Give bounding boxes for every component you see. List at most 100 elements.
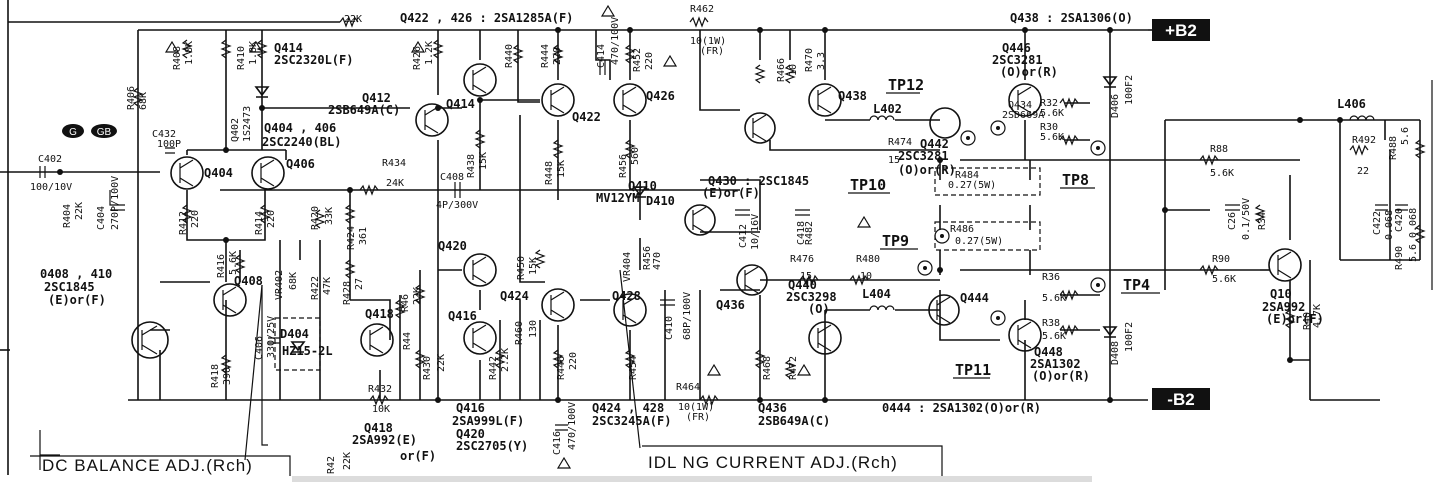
component-label: 15 — [888, 155, 900, 166]
component-label: R44 — [402, 332, 413, 350]
rail-tag-negative: -B2 — [1152, 388, 1210, 410]
component-label: 2SC3281 — [898, 149, 949, 163]
component-label: (FR) — [686, 412, 710, 423]
component-label: 0408 , 410 — [40, 267, 112, 281]
component-label: 10K — [372, 404, 390, 415]
component-label: Q408 — [234, 274, 263, 288]
component-label: VR402 — [274, 270, 285, 300]
component-label: 15K — [528, 257, 539, 275]
component-label: R442 — [488, 356, 499, 380]
component-label: 47K — [322, 277, 333, 295]
component-label: (O)or(R) — [1000, 65, 1058, 79]
component-label: 361 — [358, 227, 369, 245]
component-label: C404 — [96, 206, 107, 230]
component-label: 0.27(5W) — [948, 180, 996, 191]
component-label: R480 — [856, 254, 880, 265]
component-label: R406 — [126, 86, 137, 110]
component-label: 10(1W) — [678, 402, 714, 413]
component-label: 4.7K — [1312, 304, 1323, 328]
component-label: Q436 — [716, 298, 745, 312]
component-label: C418 — [796, 221, 807, 245]
component-label: R452 — [632, 48, 643, 72]
component-label: Q448 — [1034, 345, 1063, 359]
tp-label: TP11 — [955, 361, 991, 379]
component-label: R488 — [1388, 136, 1399, 160]
tp-label: TP12 — [888, 76, 924, 94]
component-label: R484 — [955, 170, 979, 181]
component-label: R408 — [172, 46, 183, 70]
component-label: 22K — [436, 354, 447, 372]
component-label: 100F2 — [1124, 75, 1135, 105]
component-label: 2SB649A(C) — [328, 103, 400, 117]
component-label: D404 — [280, 327, 309, 341]
dc-balance-adj-box: DC BALANCE ADJ.(Rch) — [30, 455, 291, 476]
component-label: Q430 : 2SC1845 — [708, 174, 809, 188]
component-label: 100F2 — [1124, 322, 1135, 352]
component-label: R34 — [1257, 212, 1268, 230]
component-label: 2SC3298 — [786, 290, 837, 304]
component-label: 1S2473 — [242, 106, 253, 142]
component-label: 68P/100V — [682, 292, 693, 340]
component-label: 2SC2705(Y) — [456, 439, 528, 453]
component-label: 33K — [324, 207, 335, 225]
component-label: C420 — [1394, 208, 1405, 232]
component-label: 5.6K — [1042, 331, 1066, 342]
component-label: (E)or(F) — [1266, 312, 1324, 326]
component-label: 0.068 — [1384, 210, 1395, 240]
component-label: 390 — [222, 367, 233, 385]
component-label: R88 — [1210, 144, 1228, 155]
component-label: R428 — [342, 281, 353, 305]
component-label: 2SC2320L(F) — [274, 53, 353, 67]
rail-neg-label: -B2 — [1167, 390, 1194, 409]
component-label: R468 — [762, 356, 773, 380]
component-label: R448 — [544, 161, 555, 185]
component-label: Q418 — [364, 421, 393, 435]
component-label: C408 — [440, 172, 464, 183]
svg-text:G: G — [69, 127, 77, 138]
component-label: 1.8K — [184, 41, 195, 65]
component-label: 10 — [788, 64, 799, 76]
component-label: Q418 — [365, 307, 394, 321]
component-label: Q420 — [456, 427, 485, 441]
component-label: (E)or(F) — [48, 293, 106, 307]
component-label: Q412 — [362, 91, 391, 105]
component-label: (O)or(R) — [1032, 369, 1090, 383]
component-label: Q424 — [500, 289, 529, 303]
component-label: (O) — [808, 302, 830, 316]
component-label: R486 — [950, 224, 974, 235]
component-label: Q404 , 406 — [264, 121, 336, 135]
component-label: 10/16V — [750, 214, 761, 250]
component-label: 1.2K — [424, 41, 435, 65]
component-label: R38 — [1042, 318, 1060, 329]
component-label: Q440 — [788, 278, 817, 292]
component-label: R476 — [790, 254, 814, 265]
component-label: R42 — [326, 456, 337, 474]
component-label: Q404 — [204, 166, 233, 180]
component-label: R464 — [676, 382, 700, 393]
component-label: C406 — [254, 336, 265, 360]
component-label: R30 — [1040, 122, 1058, 133]
component-label: L402 — [873, 102, 902, 116]
component-label: Q420 — [438, 239, 467, 253]
component-label: Q402 — [230, 118, 241, 142]
component-label: R440 — [504, 44, 515, 68]
component-label: Q414 — [446, 97, 475, 111]
component-label: R420 — [310, 206, 321, 230]
component-label: 0.1/50V — [1241, 198, 1252, 240]
component-label: R454 — [628, 356, 639, 380]
component-label: Q444 — [960, 291, 989, 305]
component-label: 2SA992 — [1262, 300, 1305, 314]
component-label: R432 — [368, 384, 392, 395]
resistors — [132, 16, 1426, 406]
component-label: R412 — [178, 211, 189, 235]
component-label: R470 — [804, 48, 815, 72]
svg-text:GB: GB — [97, 127, 112, 138]
component-label: D406 — [1110, 94, 1121, 118]
component-label: (E)or(F) — [702, 186, 760, 200]
component-label: R472 — [788, 356, 799, 380]
component-label: R482 — [804, 221, 815, 245]
component-label: D410 — [646, 194, 675, 208]
component-label: R450 — [516, 256, 527, 280]
component-label: (FR) — [700, 46, 724, 57]
